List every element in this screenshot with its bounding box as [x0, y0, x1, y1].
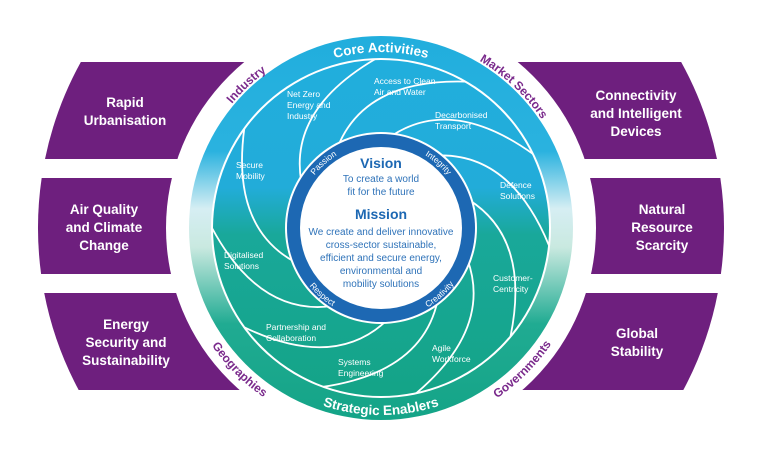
segment-systems-engineering: Systems Engineering	[338, 357, 384, 378]
center-disc	[300, 147, 462, 309]
band-label-line: Global	[616, 326, 658, 341]
segment-label-line: Decarbonised	[435, 110, 488, 120]
vision-block: Vision To create a world fit for the fut…	[343, 155, 419, 198]
segment-divider-line	[390, 118, 534, 155]
band-label-line: and Intelligent	[590, 106, 682, 121]
segment-label-line: Collaboration	[266, 333, 316, 343]
band-label-line: Air Quality	[70, 202, 139, 217]
segment-decarbonised-transport: Decarbonised Transport	[435, 110, 488, 131]
segment-label-line: Industry	[287, 111, 318, 121]
segment-divider-line	[243, 319, 389, 349]
mission-line: We create and deliver innovative	[309, 227, 454, 238]
segment-secure-mobility: Secure Mobility	[236, 160, 266, 181]
segment-label-line: Agile	[432, 343, 451, 353]
segment-partnership: Partnership and Collaboration	[266, 322, 326, 343]
segment-labels: Net Zero Energy and Industry Access to C…	[224, 76, 535, 378]
segment-digitalised-solutions: Digitalised Solutions	[224, 250, 263, 271]
segment-label-line: Access to Clean	[374, 76, 436, 86]
segment-label-line: Digitalised	[224, 250, 263, 260]
vision-title: Vision	[360, 155, 402, 171]
band-label-line: Rapid	[106, 95, 144, 110]
mission-line: mobility solutions	[343, 279, 419, 290]
vision-line: fit for the future	[347, 187, 415, 198]
segment-agile-workforce: Agile Workforce	[432, 343, 471, 364]
segment-label-line: Defence	[500, 180, 532, 190]
segment-label-line: Net Zero	[287, 89, 320, 99]
segment-dividers	[211, 58, 550, 394]
segment-net-zero: Net Zero Energy and Industry	[287, 89, 331, 121]
segment-label-line: Workforce	[432, 354, 471, 364]
band-label-line: Security and	[85, 335, 166, 350]
segment-divider-line	[298, 58, 376, 183]
segment-label-line: Centricity	[493, 284, 529, 294]
segment-label-line: Partnership and	[266, 322, 326, 332]
band-label-line: Energy	[103, 317, 149, 332]
band-label-line: Sustainability	[82, 353, 170, 368]
band-label-line: Scarcity	[636, 238, 689, 253]
segment-label-line: Customer-	[493, 273, 533, 283]
right-band-2: Natural Resource Scarcity	[631, 202, 693, 253]
left-band-1: Rapid Urbanisation	[84, 95, 167, 128]
segment-label-line: Energy and	[287, 100, 331, 110]
right-band-3: Global Stability	[611, 326, 664, 359]
mission-line: cross-sector sustainable,	[326, 240, 437, 251]
segment-label-line: Engineering	[338, 368, 384, 378]
segment-label-line: Secure	[236, 160, 263, 170]
left-band-2: Air Quality and Climate Change	[66, 202, 143, 253]
segment-clean-air-water: Access to Clean Air and Water	[374, 76, 436, 97]
band-label-line: Natural	[639, 202, 686, 217]
segment-divider-line	[437, 154, 550, 247]
segment-label-line: Solutions	[224, 261, 259, 271]
band-label-line: Stability	[611, 344, 664, 359]
segment-divider-line	[211, 227, 333, 308]
band-label-line: Connectivity	[595, 88, 677, 103]
band-label-line: Devices	[610, 124, 661, 139]
segment-customer-centricity: Customer- Centricity	[493, 273, 533, 294]
segment-divider-line	[336, 80, 466, 148]
left-band-3: Energy Security and Sustainability	[82, 317, 170, 368]
vision-line: To create a world	[343, 174, 419, 185]
segment-divider-line	[468, 198, 517, 337]
segment-label-line: Solutions	[500, 191, 535, 201]
segment-divider-line	[323, 300, 439, 388]
segment-divider-line	[241, 128, 297, 264]
segment-divider-line	[415, 259, 475, 394]
segment-label-line: Systems	[338, 357, 371, 367]
band-label-line: Resource	[631, 220, 693, 235]
segment-label-line: Mobility	[236, 171, 266, 181]
segment-defence: Defence Solutions	[500, 180, 535, 201]
mission-title: Mission	[355, 206, 407, 222]
segment-label-line: Transport	[435, 121, 472, 131]
mission-line: environmental and	[340, 266, 422, 277]
mission-line: efficient and secure energy,	[320, 253, 442, 264]
band-label-line: Change	[79, 238, 129, 253]
right-band-1: Connectivity and Intelligent Devices	[590, 88, 682, 139]
segment-label-line: Air and Water	[374, 87, 426, 97]
mission-block: Mission We create and deliver innovative…	[309, 206, 454, 290]
band-label-line: and Climate	[66, 220, 143, 235]
band-label-line: Urbanisation	[84, 113, 167, 128]
